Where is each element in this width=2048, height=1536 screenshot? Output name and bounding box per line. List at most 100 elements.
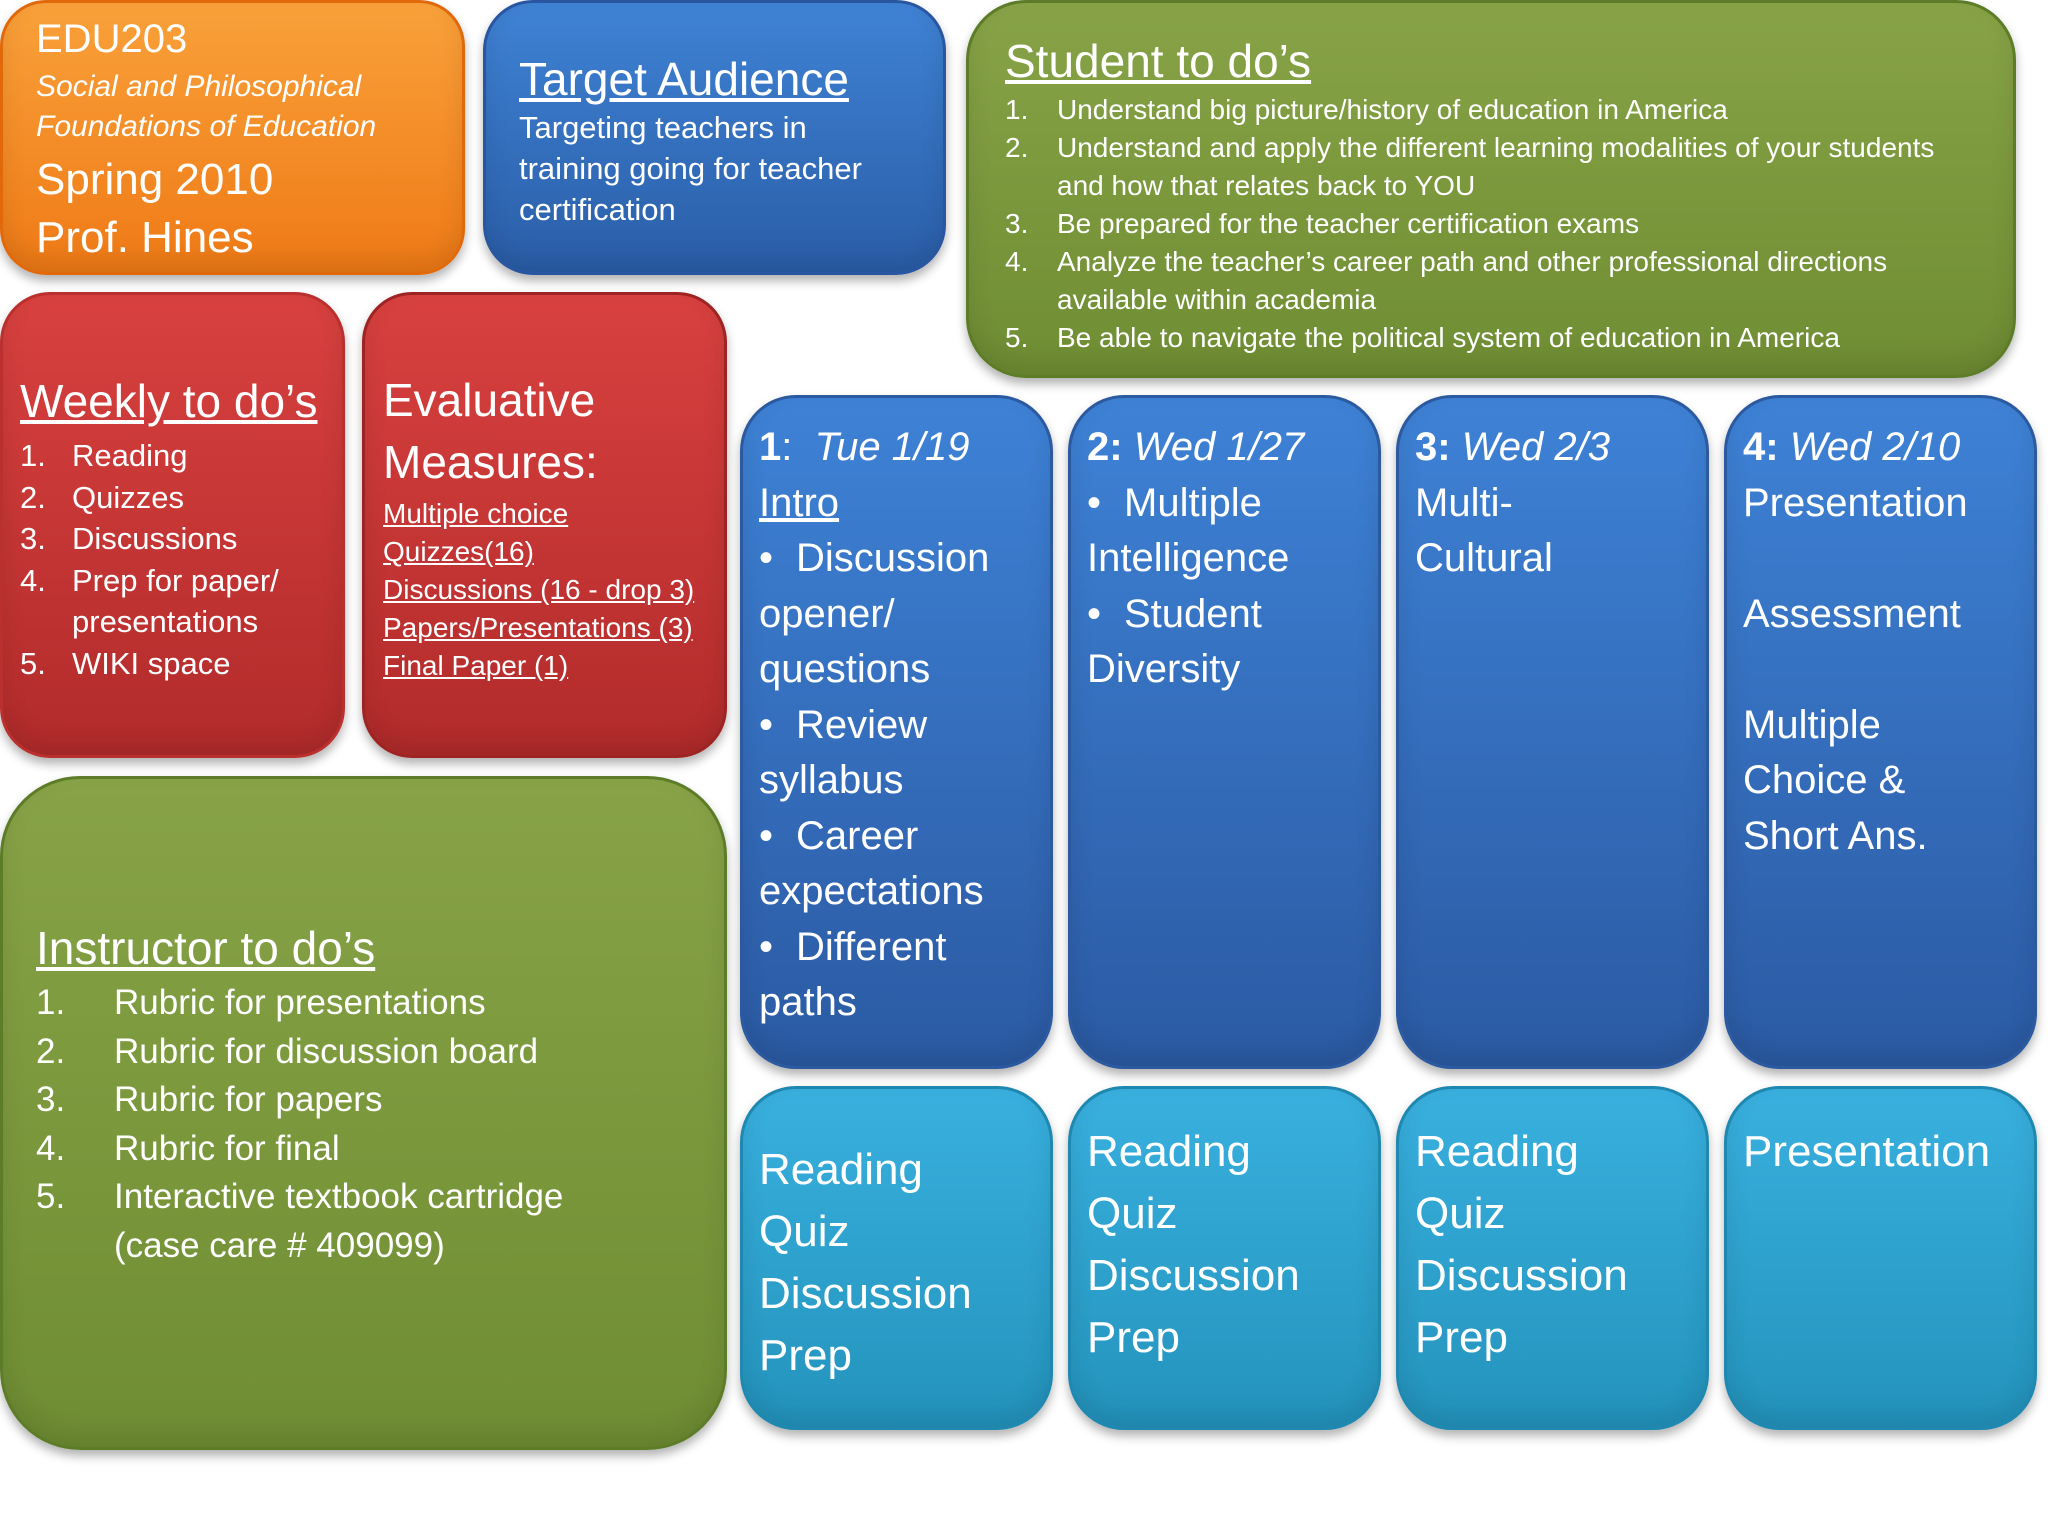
week-line	[1743, 642, 2030, 698]
week-line: paths	[759, 980, 857, 1024]
week-4-heading: 4: Wed 2/10	[1743, 425, 1961, 469]
list-item: 5. WIKI space	[20, 645, 231, 681]
week-line: •Career	[759, 813, 919, 858]
list-item: 1. Understand big picture/history of edu…	[1005, 94, 1728, 125]
target-audience-line-3: certification	[519, 192, 676, 227]
list-item: 1. Rubric for presentations	[36, 983, 486, 1022]
course-term: Spring 2010	[36, 155, 274, 204]
week-number: 1	[759, 425, 782, 469]
week-1-heading: 1: Tue 1/19	[759, 425, 970, 469]
activity-item: Quiz	[1415, 1189, 1506, 1238]
activity-item: Quiz	[759, 1207, 850, 1256]
activity-item: Prep	[1415, 1313, 1508, 1362]
week-line: opener/	[759, 591, 895, 636]
activity-item: Reading	[759, 1145, 923, 1194]
course-name-line-2: Foundations of Education	[36, 110, 377, 143]
week-line: expectations	[759, 869, 984, 913]
week-date: Wed 1/27	[1133, 425, 1305, 469]
list-item: 2. Rubric for discussion board	[36, 1031, 539, 1071]
week-date: Wed 2/3	[1461, 425, 1610, 469]
week-2-card: 2: Wed 1/27 •Multiple Intelligence •Stud…	[1068, 395, 1381, 1069]
course-code: EDU203	[36, 17, 188, 61]
target-audience-line-2: training going for teacher	[519, 151, 862, 186]
week-date: Wed 2/10	[1789, 425, 1961, 469]
evaluative-item: Multiple choice	[383, 498, 569, 529]
activity-item: Discussion	[1415, 1251, 1628, 1300]
instructor-todos-card: Instructor to do’s 1. Rubric for present…	[0, 776, 727, 1450]
activity-item: Discussion	[1087, 1251, 1300, 1300]
list-item: 3. Be prepared for the teacher certifica…	[1005, 208, 1640, 239]
week-line: Short Ans.	[1743, 813, 1928, 858]
week-3-activities-card: Reading Quiz Discussion Prep	[1396, 1086, 1709, 1430]
list-item: 4. Analyze the teacher’s career path and…	[1005, 246, 1888, 315]
course-professor: Prof. Hines	[36, 213, 254, 262]
instructor-todos-title: Instructor to do’s	[36, 922, 376, 974]
week-line: Intelligence	[1087, 536, 1290, 580]
week-line: Multiple	[1743, 702, 1881, 747]
instructor-todos-list: 1. Rubric for presentations 2. Rubric fo…	[36, 979, 714, 1270]
target-audience-title: Target Audience	[519, 53, 849, 105]
weekly-todos-list: 1. Reading 2. Quizzes 3. Discussions 4. …	[20, 435, 332, 684]
week-line: syllabus	[759, 758, 904, 802]
week-line: Choice &	[1743, 758, 1906, 802]
activity-item: Prep	[759, 1331, 852, 1380]
list-item: 2. Quizzes	[20, 479, 184, 515]
week-line: •Review	[759, 702, 928, 747]
week-2-activities-card: Reading Quiz Discussion Prep	[1068, 1086, 1381, 1430]
week-2-heading: 2: Wed 1/27	[1087, 425, 1305, 469]
list-item: 1. Reading	[20, 438, 188, 473]
list-item: 5. Be able to navigate the political sys…	[1005, 322, 1840, 353]
week-1-card: 1: Tue 1/19 Intro •Discussion opener/ qu…	[740, 395, 1053, 1069]
week-line: Presentation	[1743, 480, 1968, 525]
course-name-line-1: Social and Philosophical	[36, 70, 362, 103]
student-todos-list: 1. Understand big picture/history of edu…	[1005, 91, 1993, 357]
week-line: •Different	[759, 924, 947, 969]
evaluative-measures-list: Multiple choice Quizzes(16) Discussions …	[383, 495, 716, 685]
week-number: 2	[1087, 425, 1110, 469]
evaluative-item: Papers/Presentations (3)	[383, 612, 693, 643]
activity-item: Prep	[1087, 1313, 1180, 1362]
target-audience-card: Target Audience Targeting teachers in tr…	[483, 0, 946, 275]
week-date: Tue 1/19	[814, 425, 970, 469]
week-number: 4	[1743, 425, 1766, 469]
activity-item: Reading	[1415, 1127, 1579, 1176]
week-1-activities-card: Reading Quiz Discussion Prep	[740, 1086, 1053, 1430]
student-todos-card: Student to do’s 1. Understand big pictur…	[966, 0, 2016, 378]
target-audience-line-1: Targeting teachers in	[519, 110, 807, 145]
list-item: 3. Rubric for papers	[36, 1080, 383, 1119]
week-topic: Intro	[759, 480, 840, 525]
evaluative-title-line-1: Evaluative	[383, 374, 596, 426]
week-line: •Discussion	[759, 536, 990, 580]
weekly-todos-card: Weekly to do’s 1. Reading 2. Quizzes 3. …	[0, 292, 345, 758]
week-line: questions	[759, 647, 931, 691]
activity-item: Presentation	[1743, 1127, 1991, 1176]
course-info-card: EDU203 Social and Philosophical Foundati…	[0, 0, 465, 275]
week-line: Multi-	[1415, 480, 1513, 525]
activity-item: Discussion	[759, 1269, 972, 1318]
week-number: 3	[1415, 425, 1438, 469]
week-line: Cultural	[1415, 536, 1553, 580]
list-item: 4. Rubric for final	[36, 1128, 340, 1168]
list-item: 2. Understand and apply the different le…	[1005, 132, 1935, 201]
list-item: 5. Interactive textbook cartridge (case …	[36, 1177, 564, 1265]
week-line: Assessment	[1743, 591, 1961, 636]
evaluative-title-line-2: Measures:	[383, 436, 598, 488]
evaluative-item: Quizzes(16)	[383, 536, 534, 567]
week-3-heading: 3: Wed 2/3	[1415, 425, 1610, 469]
evaluative-item: Final Paper (1)	[383, 650, 569, 681]
week-line: •Multiple	[1087, 480, 1262, 525]
week-line: Diversity	[1087, 647, 1241, 691]
list-item: 4. Prep for paper/ presentations	[20, 562, 279, 640]
weekly-todos-title: Weekly to do’s	[20, 375, 318, 427]
activity-item: Reading	[1087, 1127, 1251, 1176]
week-line: •Student	[1087, 591, 1262, 636]
week-line	[1743, 531, 2030, 587]
activity-item: Quiz	[1087, 1189, 1178, 1238]
week-4-card: 4: Wed 2/10 Presentation Assessment Mult…	[1724, 395, 2037, 1069]
student-todos-title: Student to do’s	[1005, 35, 1312, 87]
evaluative-measures-card: Evaluative Measures: Multiple choice Qui…	[362, 292, 727, 758]
evaluative-item: Discussions (16 - drop 3)	[383, 574, 695, 605]
list-item: 3. Discussions	[20, 521, 238, 556]
week-4-activities-card: Presentation	[1724, 1086, 2037, 1430]
week-3-card: 3: Wed 2/3 Multi- Cultural	[1396, 395, 1709, 1069]
